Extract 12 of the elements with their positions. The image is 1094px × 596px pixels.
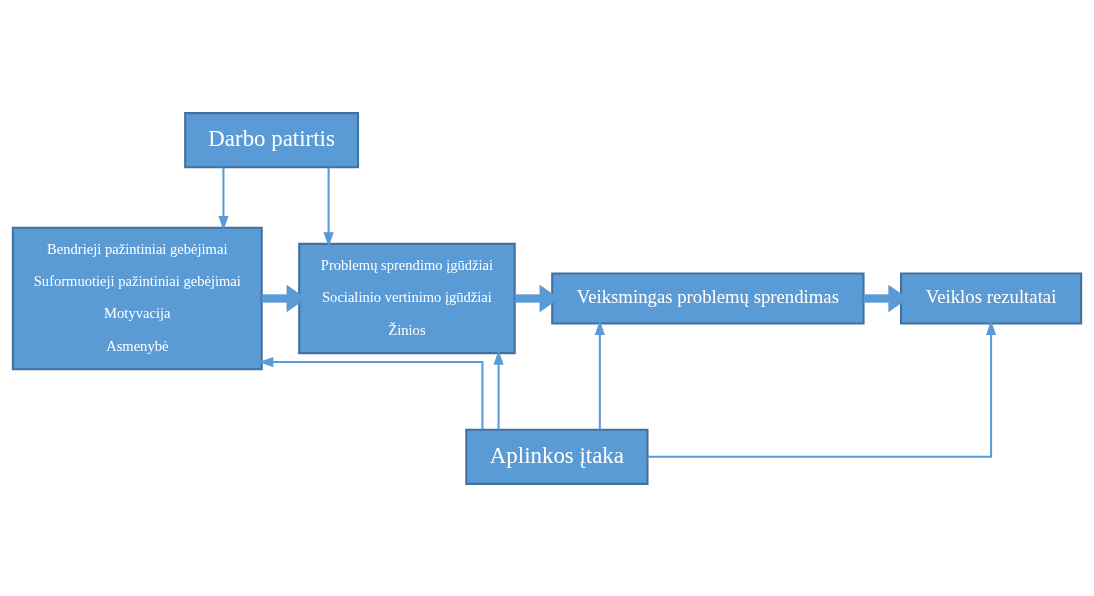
arrow [323,166,334,247]
arrow [594,319,605,430]
node-box: Aplinkos įtaka [465,428,649,485]
node-box: Veiklos rezultatai [899,271,1083,325]
node-box: Bendrieji pažintiniai gebėjimai Suformuotieji pažintiniai gebėjimai Motyvacija Asmenybė [11,226,263,370]
arrow [218,166,229,231]
node-box: Problemų sprendimo įgūdžiai Socialinio vertinimo įgūdžiai Žinios [298,242,516,354]
node-box: Darbo patirtis [184,111,360,168]
arrow [647,319,997,458]
arrow [493,349,504,429]
arrow [258,356,484,429]
node-box: Veiksmingas problemų sprendimas [551,271,865,325]
